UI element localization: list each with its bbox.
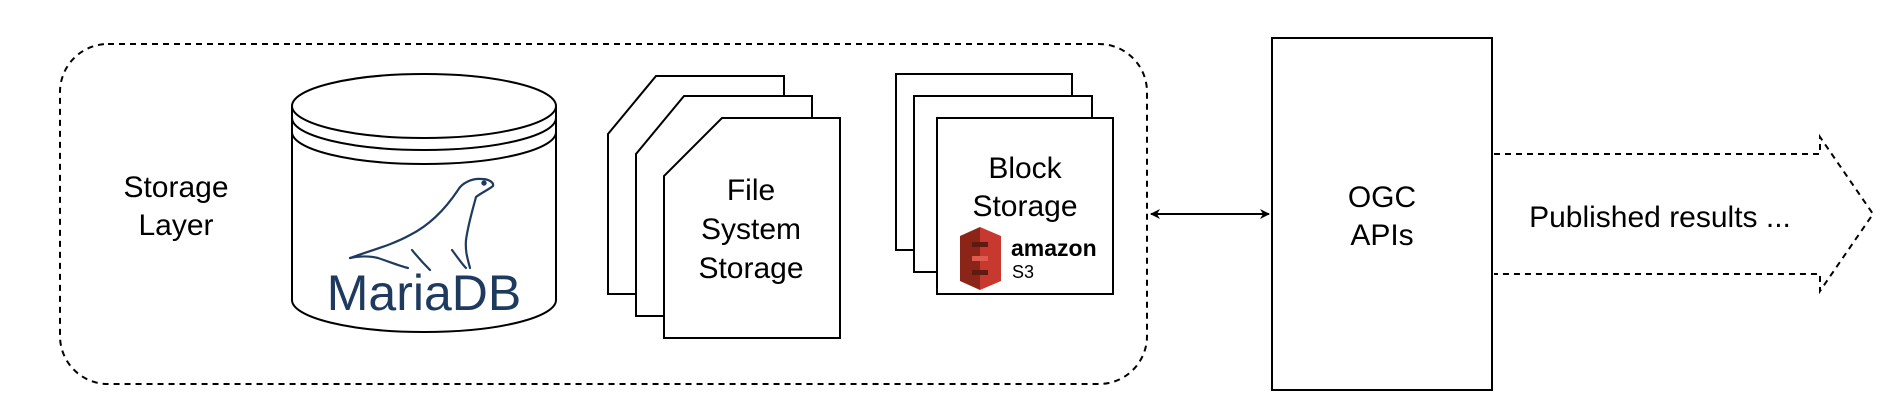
- amazon-s3-bucket-icon: [960, 227, 1001, 290]
- file-system-storage-stack: [607, 75, 841, 339]
- storage-layer-container: [59, 43, 1148, 385]
- storage-layer-label-line1: Storage: [123, 171, 228, 204]
- file-storage-label-line3: Storage: [698, 252, 803, 285]
- ogc-apis-box: [1271, 37, 1493, 391]
- block-storage-label-line2: Storage: [972, 190, 1077, 223]
- ogc-label-line2: APIs: [1350, 219, 1413, 252]
- block-storage-label-line1: Block: [988, 152, 1062, 185]
- database-cylinder: [290, 73, 558, 333]
- amazon-logo-s3: S3: [1012, 262, 1034, 282]
- block-storage-stack: [895, 73, 1114, 295]
- file-storage-label-line1: File: [727, 174, 775, 207]
- ogc-label-line1: OGC: [1348, 181, 1416, 214]
- amazon-logo-word: amazon: [1011, 235, 1097, 261]
- seal-icon: [348, 177, 495, 272]
- mariadb-logo-text: MariaDB: [327, 265, 521, 321]
- storage-layer-label-line2: Layer: [138, 209, 213, 242]
- file-storage-label-line2: System: [701, 213, 801, 246]
- published-results-label: Published results ...: [1529, 201, 1791, 234]
